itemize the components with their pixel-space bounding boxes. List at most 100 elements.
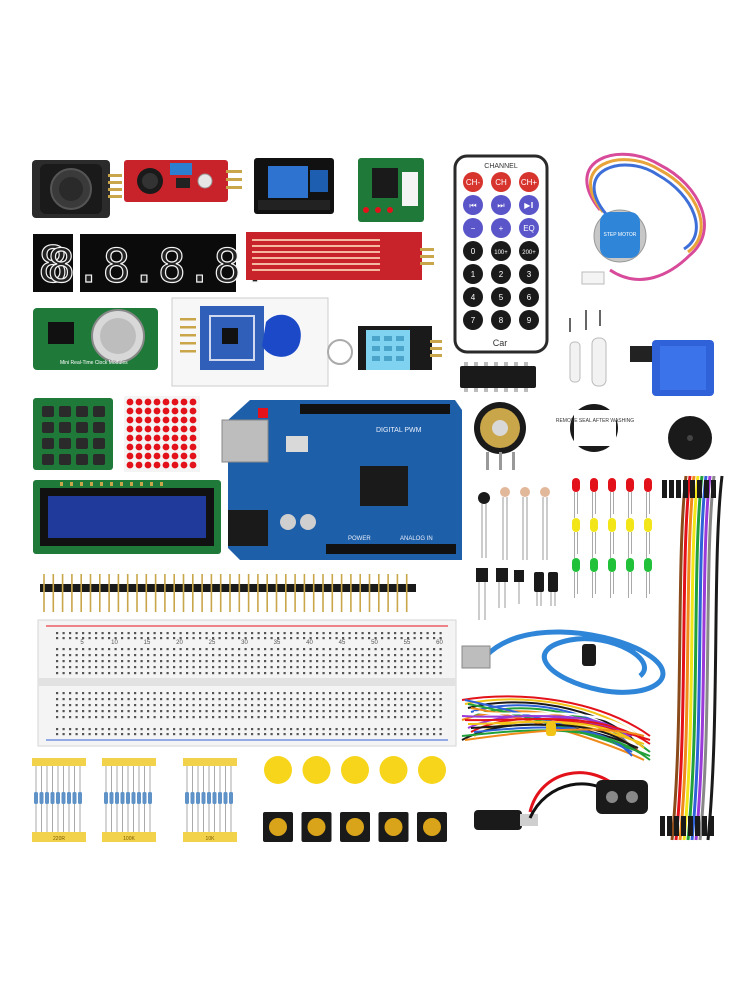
breadboard-hole [394, 728, 397, 731]
breadboard-hole [140, 704, 143, 707]
breadboard-hole [303, 637, 306, 640]
breadboard-hole [218, 698, 221, 701]
breadboard-hole [212, 666, 215, 669]
breadboard-hole [88, 672, 91, 675]
breadboard-hole [192, 704, 195, 707]
breadboard-hole [322, 698, 325, 701]
matrix-led [126, 407, 134, 415]
breadboard-hole [166, 692, 169, 695]
breadboard-hole [69, 716, 72, 719]
breadboard-hole [166, 648, 169, 651]
breadboard-hole [407, 704, 410, 707]
resistor-body [109, 792, 114, 804]
breadboard-hole [257, 733, 260, 736]
breadboard-hole [95, 698, 98, 701]
breadboard-hole [127, 672, 130, 675]
breadboard-hole [205, 654, 208, 657]
breadboard-hole [355, 716, 358, 719]
breadboard-hole [348, 704, 351, 707]
breadboard-hole [127, 692, 130, 695]
breadboard-hole [88, 710, 91, 713]
breadboard-hole [329, 704, 332, 707]
breadboard-hole [387, 716, 390, 719]
breadboard-hole [179, 704, 182, 707]
breadboard-hole [433, 704, 436, 707]
breadboard-hole [439, 666, 442, 669]
breadboard-hole [283, 692, 286, 695]
breadboard-hole [348, 710, 351, 713]
breadboard-hole [277, 666, 280, 669]
svg-text:REMOVE SEAL AFTER WASHING: REMOVE SEAL AFTER WASHING [556, 418, 634, 424]
joystick-module [32, 160, 122, 218]
breadboard-hole [433, 698, 436, 701]
breadboard-hole [225, 672, 228, 675]
dupont-connector [690, 480, 695, 498]
breadboard-hole [244, 637, 247, 640]
breadboard-hole [348, 632, 351, 635]
breadboard-hole [179, 637, 182, 640]
breadboard-hole [231, 728, 234, 731]
breadboard-hole [322, 654, 325, 657]
breadboard-hole [400, 654, 403, 657]
breadboard-hole [244, 672, 247, 675]
breadboard-hole [316, 654, 319, 657]
breadboard-hole [173, 648, 176, 651]
remote-key [491, 241, 511, 261]
breadboard-hole [114, 728, 117, 731]
breadboard-hole [381, 733, 384, 736]
breadboard-hole [355, 637, 358, 640]
breadboard-hole [225, 666, 228, 669]
breadboard-hole [225, 716, 228, 719]
breadboard-hole [192, 672, 195, 675]
breadboard-hole [335, 632, 338, 635]
breadboard-hole [283, 660, 286, 663]
breadboard-hole [407, 666, 410, 669]
servo-motor [630, 340, 714, 396]
breadboard-hole [413, 666, 416, 669]
resistor-tape [183, 832, 237, 842]
breadboard-hole [127, 666, 130, 669]
breadboard-hole [153, 648, 156, 651]
breadboard-hole [88, 648, 91, 651]
breadboard-hole [88, 733, 91, 736]
breadboard-hole [400, 666, 403, 669]
breadboard-hole [335, 704, 338, 707]
matrix-led [162, 443, 170, 451]
breadboard-hole [394, 648, 397, 651]
breadboard-hole [225, 698, 228, 701]
breadboard-hole [218, 672, 221, 675]
resistor-body [201, 792, 206, 804]
breadboard-hole [121, 654, 124, 657]
breadboard-hole [264, 728, 267, 731]
breadboard-hole [387, 660, 390, 663]
breadboard-hole [199, 698, 202, 701]
breadboard-hole [316, 660, 319, 663]
breadboard-hole [361, 733, 364, 736]
breadboard-hole [173, 632, 176, 635]
jumper-wire [461, 715, 633, 741]
breadboard-hole [433, 672, 436, 675]
breadboard-hole [114, 637, 117, 640]
remote-key [463, 264, 483, 284]
breadboard-hole [322, 733, 325, 736]
breadboard-hole [433, 632, 436, 635]
breadboard-hole [413, 728, 416, 731]
breadboard-hole [127, 728, 130, 731]
breadboard-hole [342, 672, 345, 675]
breadboard-hole [147, 672, 150, 675]
led [572, 518, 580, 532]
remote-key [463, 241, 483, 261]
breadboard-hole [290, 632, 293, 635]
breadboard-hole [134, 692, 137, 695]
breadboard-hole [108, 733, 111, 736]
breadboard-hole [192, 733, 195, 736]
breadboard-hole [114, 698, 117, 701]
breadboard-hole [82, 704, 85, 707]
breadboard-hole [374, 733, 377, 736]
breadboard-hole [257, 692, 260, 695]
breadboard-hole [400, 692, 403, 695]
breadboard-hole [387, 692, 390, 695]
breadboard-hole [420, 716, 423, 719]
breadboard-hole [88, 637, 91, 640]
photo-sensors [478, 487, 550, 560]
